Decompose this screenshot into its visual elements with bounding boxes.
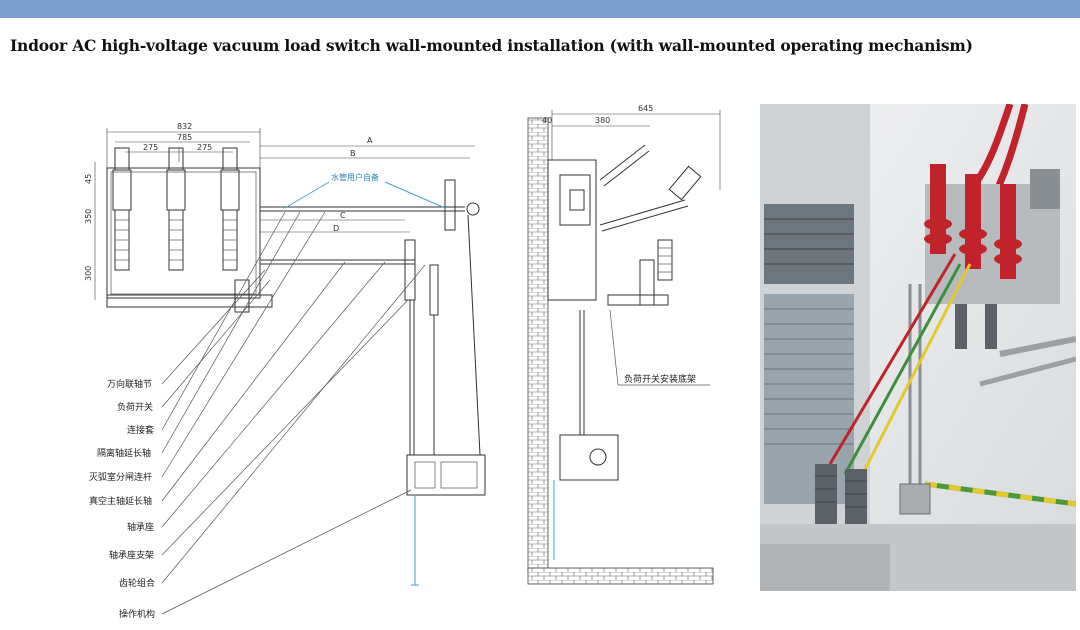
label-bearing-seat: 轴承座 xyxy=(127,521,154,533)
dim-832: 832 xyxy=(177,122,192,131)
label-load-switch-frame: 负荷开关安装底架 xyxy=(624,373,696,385)
dim-300: 300 xyxy=(85,266,93,281)
label-arc-chamber-link: 灭弧室分闸连杆 xyxy=(89,471,152,483)
dim-380: 380 xyxy=(595,116,610,125)
label-bearing-bracket: 轴承座支架 xyxy=(109,549,154,561)
leader-lines xyxy=(161,211,426,615)
pole-1 xyxy=(112,147,132,271)
label-gear-assembly: 齿轮组合 xyxy=(119,577,155,589)
front-view-drawing: 832 785 275 275 45 350 300 A B C D xyxy=(85,100,505,630)
dim-350: 350 xyxy=(85,209,93,224)
dim-45: 45 xyxy=(85,174,93,184)
header-bar xyxy=(0,0,1080,18)
label-universal-coupling: 万向联轴节 xyxy=(107,378,152,390)
side-view-drawing: 645 380 40 负荷开关安装底架 xyxy=(520,100,750,600)
pole-3 xyxy=(220,147,240,271)
ref-A: A xyxy=(367,136,373,145)
pole-2 xyxy=(166,147,186,271)
label-load-switch: 负荷开关 xyxy=(117,401,153,413)
label-isolator-extension-shaft: 隔离轴延长轴 xyxy=(97,447,151,459)
dim-275-left: 275 xyxy=(143,143,158,152)
dim-275-right: 275 xyxy=(197,143,212,152)
installed-switch-photo xyxy=(760,104,1076,591)
ref-D: D xyxy=(333,224,339,233)
dim-785: 785 xyxy=(177,133,192,142)
page-title: Indoor AC high-voltage vacuum load switc… xyxy=(10,36,973,55)
ref-C: C xyxy=(340,211,346,220)
label-connecting-sleeve: 连接套 xyxy=(127,424,154,436)
label-vacuum-main-shaft: 真空主轴延长轴 xyxy=(89,495,152,507)
label-operating-mechanism: 操作机构 xyxy=(119,608,155,620)
ref-B: B xyxy=(350,149,356,158)
dim-645: 645 xyxy=(638,104,653,113)
user-prepared-label: 水管用户自备 xyxy=(331,172,379,182)
dim-40: 40 xyxy=(542,116,552,125)
